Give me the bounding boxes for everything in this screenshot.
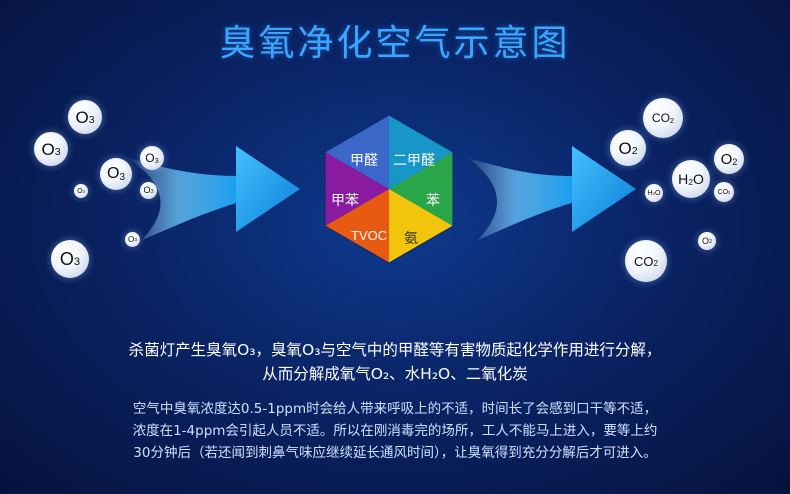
hex-label-tvoc: TVOC: [351, 228, 388, 243]
page-title: 臭氧净化空气示意图: [219, 23, 571, 64]
hex-segment-xylene: [389, 115, 453, 189]
hex-label-toluene: 甲苯: [331, 193, 359, 209]
hex-segment-formaldehyde: [325, 115, 389, 189]
hex-label-formaldehyde: 甲醛: [350, 153, 378, 169]
note-line-2: 浓度在1-4ppm会引起人员不适。所以在刚消毒完的场所，工人不能马上进入，要等上…: [132, 423, 658, 439]
note-line-3: 30分钟后（若还闻到刺鼻气味应继续延长通风时间），让臭氧得到充分分解后才可进入。: [133, 445, 657, 461]
pollutant-hexagon: [324, 114, 454, 264]
left-arrow: [128, 146, 300, 240]
right-arrow: [468, 146, 636, 240]
hex-segment-tvoc: [325, 189, 389, 263]
note-line-1: 空气中臭氧浓度达0.5-1ppm时会给人带来呼吸上的不适，时间长了会感到口干等不…: [132, 401, 658, 417]
hex-label-ammonia: 氨: [404, 231, 418, 247]
hex-segment-ammonia: [389, 189, 453, 263]
hex-segment-benzene: [389, 152, 453, 226]
description-line-2: 从而分解成氧气O₂、水H₂O、二氧化炭: [262, 365, 528, 383]
hex-segment-toluene: [325, 152, 389, 226]
hex-label-benzene: 苯: [426, 193, 440, 209]
hex-label-xylene: 二甲醛: [393, 153, 435, 169]
description-line-1: 杀菌灯产生臭氧O₃，臭氧O₃与空气中的甲醛等有害物质起化学作用进行分解，: [128, 341, 662, 359]
